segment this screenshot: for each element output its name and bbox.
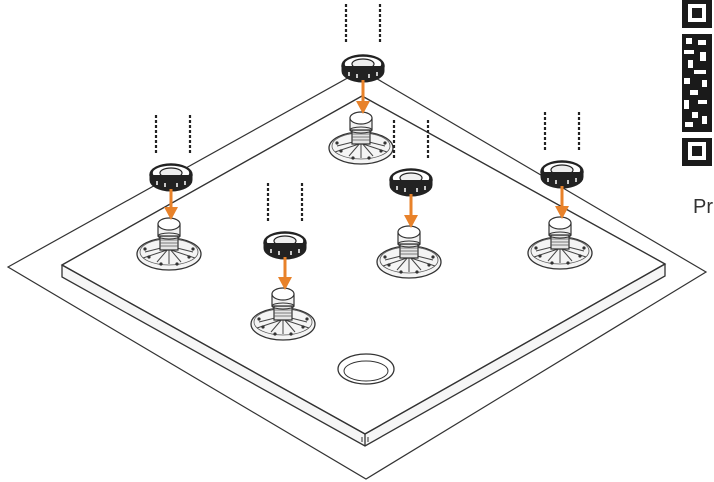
pedestal-center — [376, 118, 442, 279]
arrow-down-icon — [404, 215, 418, 228]
pedestal-front — [250, 181, 316, 341]
arrow-down-icon — [356, 101, 370, 114]
caption-text: Pr — [693, 196, 713, 218]
pedestal-back — [328, 2, 394, 165]
tray-slab — [60, 95, 667, 447]
pedestal-right — [527, 110, 593, 270]
pedestal-left — [136, 113, 202, 271]
qr-code-icon — [680, 0, 714, 172]
arrow-down-icon — [278, 277, 292, 290]
outer-floor-outline — [6, 69, 708, 480]
arrow-down-icon — [164, 207, 178, 220]
arrow-down-icon — [555, 206, 569, 219]
drain-hole-icon — [337, 353, 395, 385]
